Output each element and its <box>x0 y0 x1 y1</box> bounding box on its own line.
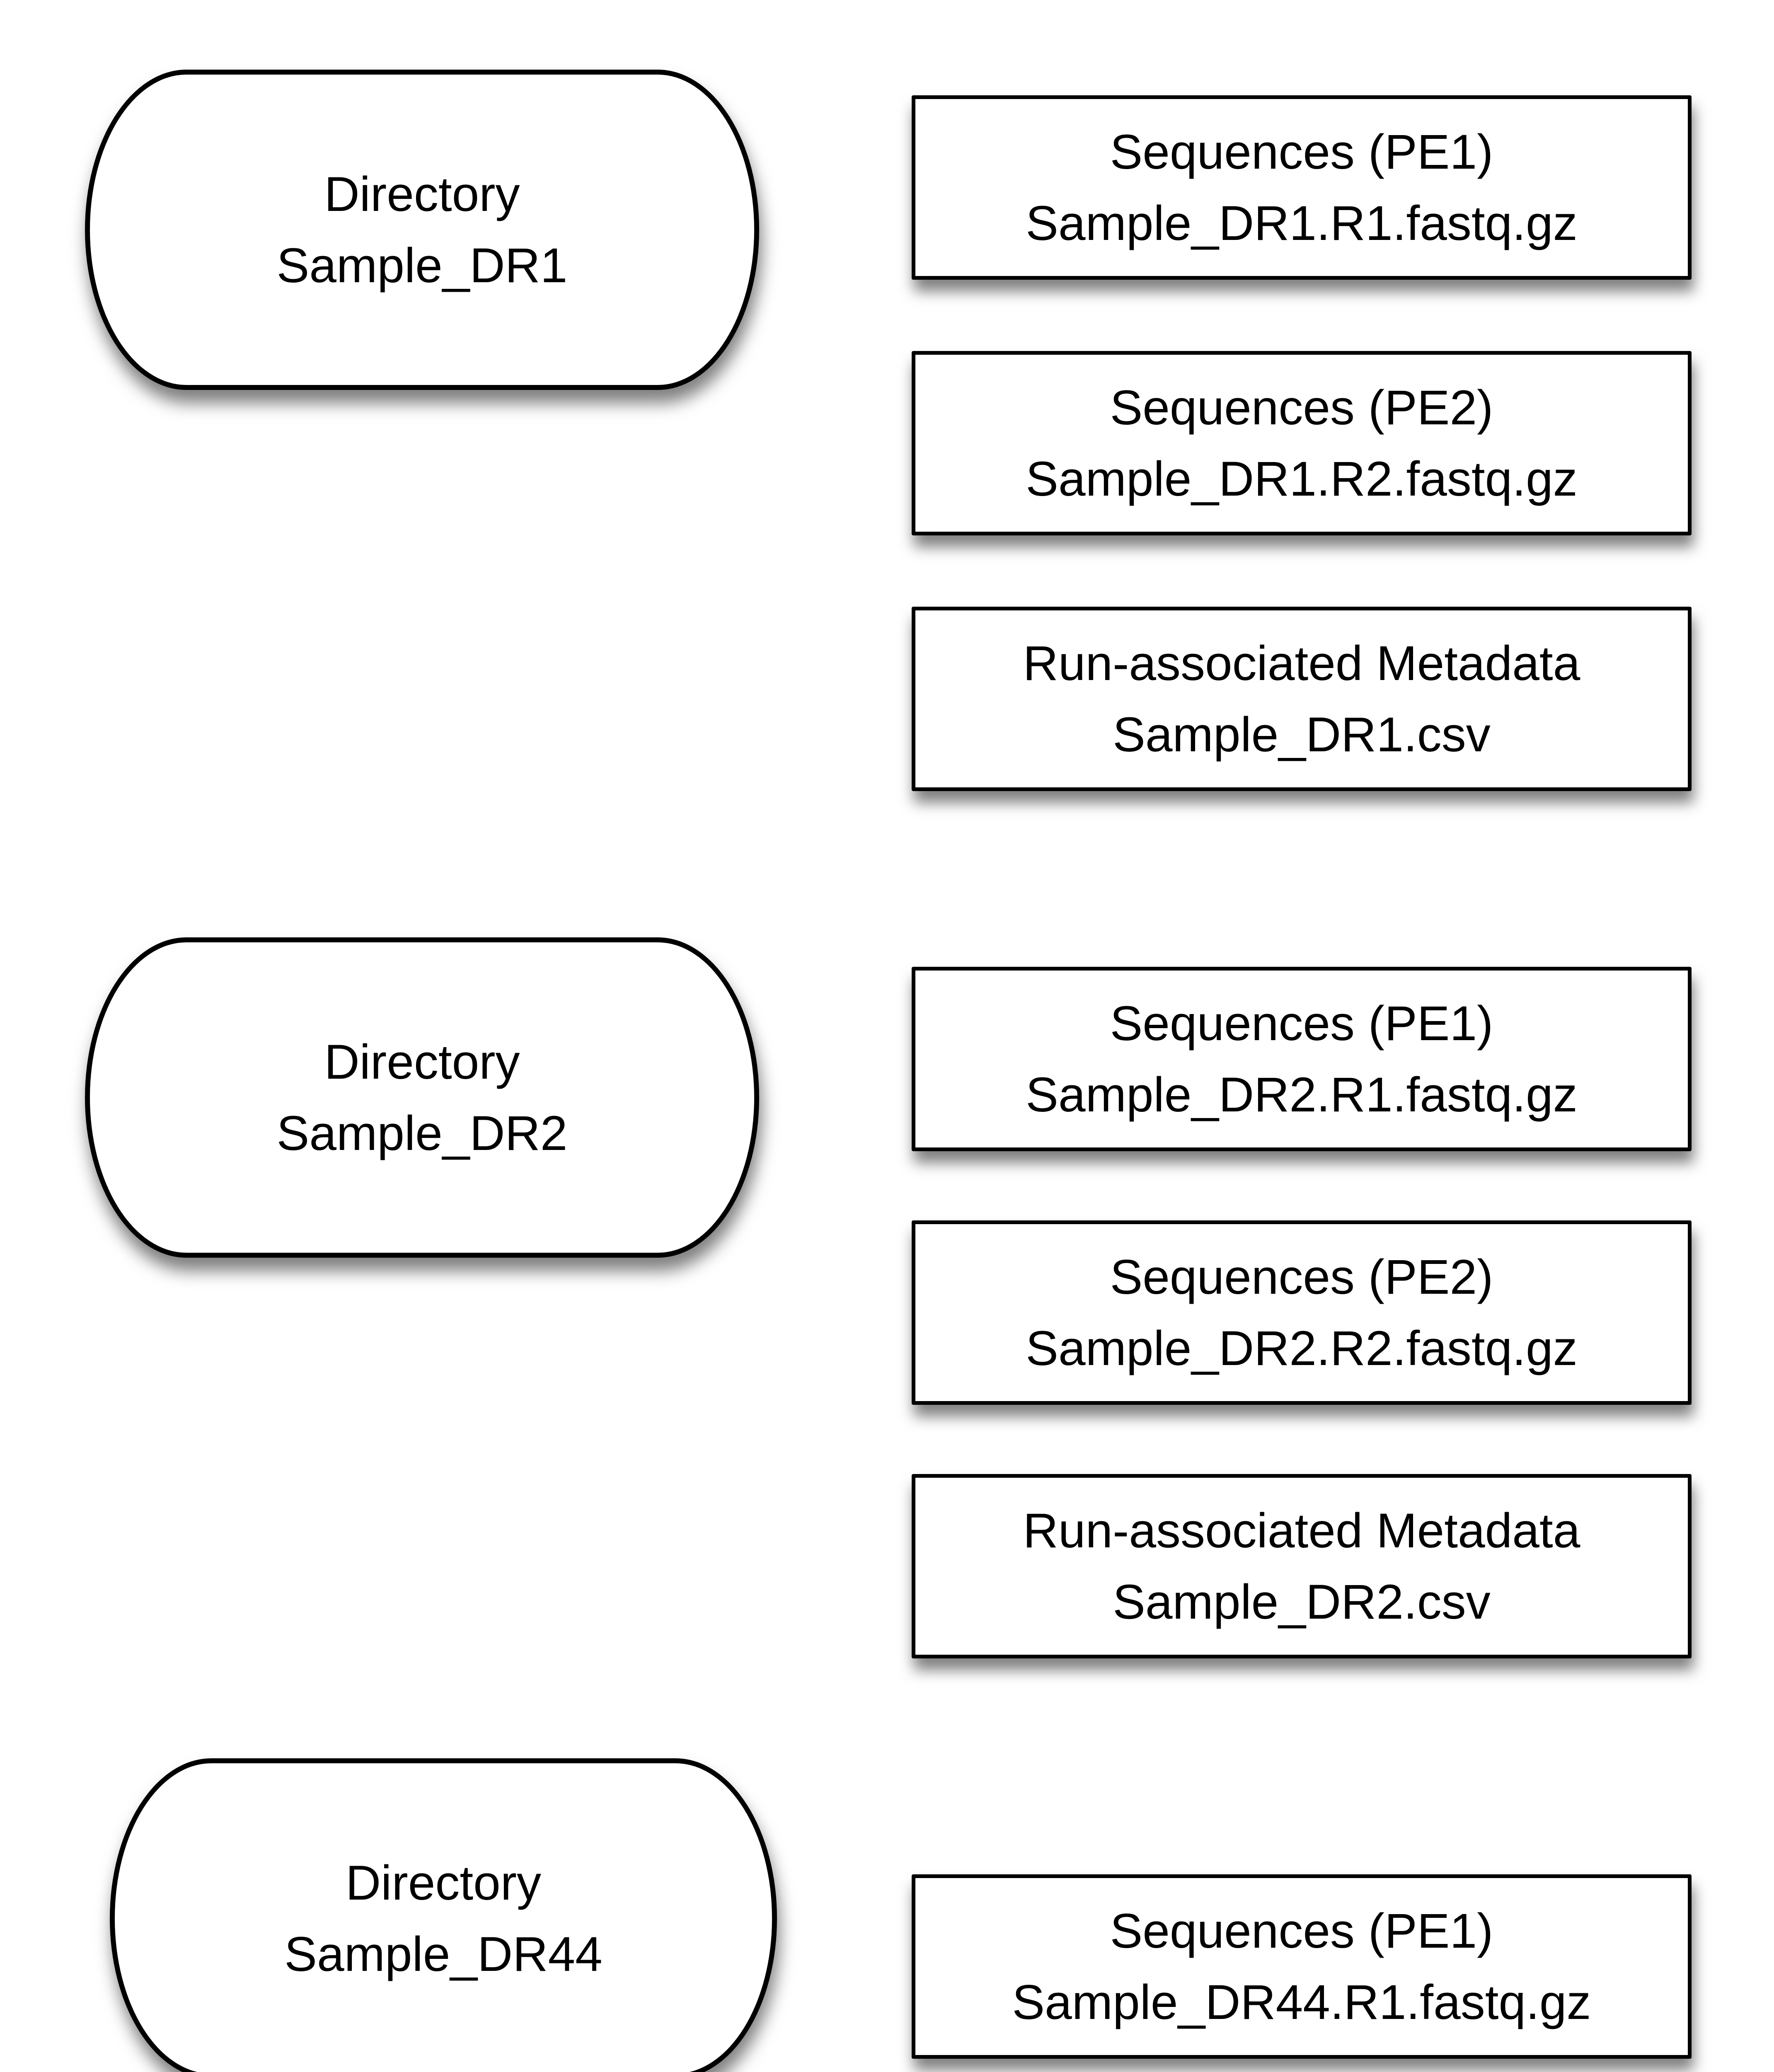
directory-label: Directory <box>324 1034 520 1089</box>
file-box-dr2-pe1: Sequences (PE1) Sample_DR2.R1.fastq.gz <box>912 967 1692 1151</box>
file-type-label: Run-associated Metadata <box>1023 636 1580 691</box>
file-name: Sample_DR1.R2.fastq.gz <box>1026 451 1578 506</box>
directory-node-dr1: Directory Sample_DR1 <box>85 70 759 390</box>
file-name: Sample_DR44.R1.fastq.gz <box>1012 1975 1591 2030</box>
file-box-dr1-pe1: Sequences (PE1) Sample_DR1.R1.fastq.gz <box>912 95 1692 280</box>
file-box-dr1-pe2: Sequences (PE2) Sample_DR1.R2.fastq.gz <box>912 351 1692 535</box>
file-type-label: Sequences (PE1) <box>1110 996 1493 1051</box>
file-type-label: Sequences (PE2) <box>1110 380 1493 435</box>
file-box-dr1-metadata: Run-associated Metadata Sample_DR1.csv <box>912 607 1692 791</box>
file-box-dr2-metadata: Run-associated Metadata Sample_DR2.csv <box>912 1474 1692 1658</box>
file-name: Sample_DR2.csv <box>1113 1574 1491 1629</box>
file-name: Sample_DR2.R1.fastq.gz <box>1026 1067 1578 1122</box>
directory-name: Sample_DR1 <box>276 238 568 293</box>
file-box-dr44-pe1: Sequences (PE1) Sample_DR44.R1.fastq.gz <box>912 1874 1692 2059</box>
file-type-label: Sequences (PE1) <box>1110 1903 1493 1958</box>
file-name: Sample_DR1.R1.fastq.gz <box>1026 196 1578 251</box>
file-type-label: Run-associated Metadata <box>1023 1503 1580 1558</box>
file-name: Sample_DR1.csv <box>1113 707 1491 762</box>
file-type-label: Sequences (PE2) <box>1110 1249 1493 1305</box>
directory-label: Directory <box>345 1855 542 1910</box>
directory-node-dr44: Directory Sample_DR44 <box>110 1758 777 2072</box>
file-name: Sample_DR2.R2.fastq.gz <box>1026 1321 1578 1376</box>
directory-name: Sample_DR2 <box>276 1106 568 1161</box>
directory-name: Sample_DR44 <box>284 1927 603 1982</box>
file-box-dr2-pe2: Sequences (PE2) Sample_DR2.R2.fastq.gz <box>912 1220 1692 1405</box>
directory-label: Directory <box>324 167 520 222</box>
file-type-label: Sequences (PE1) <box>1110 124 1493 179</box>
directory-node-dr2: Directory Sample_DR2 <box>85 937 759 1258</box>
